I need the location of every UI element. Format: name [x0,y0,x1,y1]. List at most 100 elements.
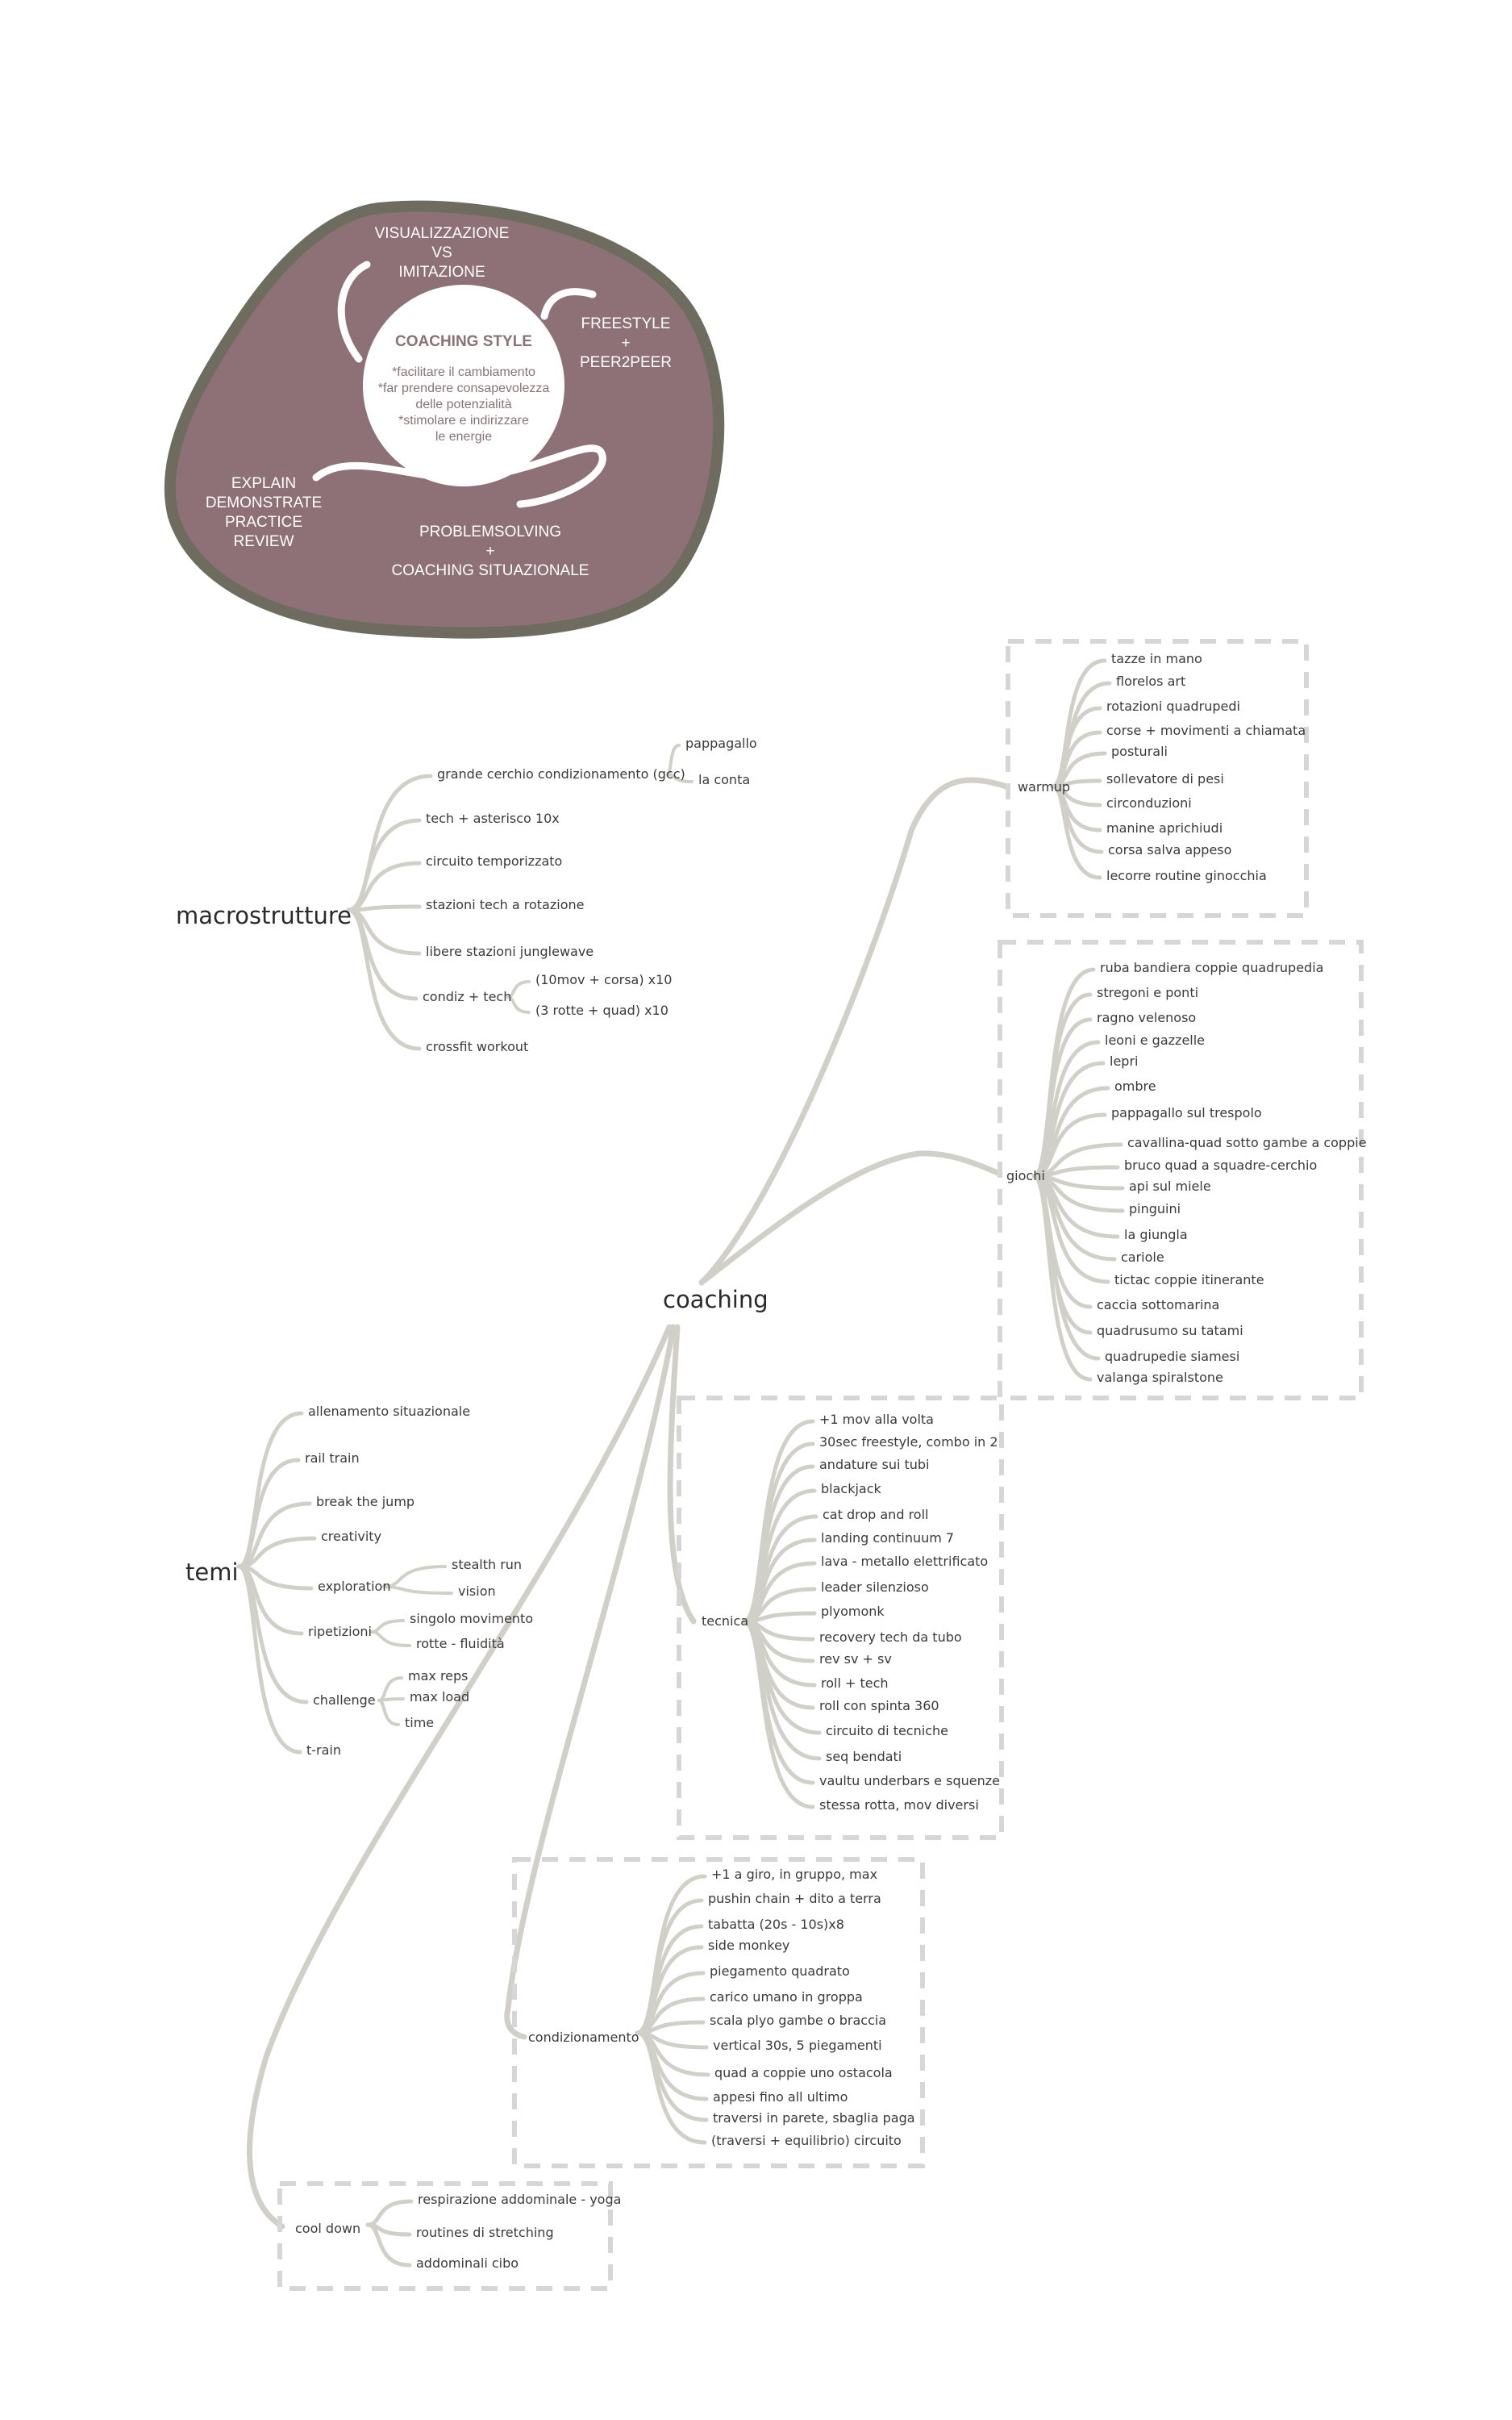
problemsolving-line-3: COACHING SITUAZIONALE [391,562,589,579]
tecnica-item-15: vaultu underbars e squenze [819,1773,1000,1788]
tecnica-item-12: roll con spinta 360 [819,1698,939,1713]
macrostrutture-item-4: libere stazioni junglewave [426,944,594,959]
coaching-style-line-3: delle potenzialità [415,398,512,411]
tecnica-item-14: seq bendati [826,1749,902,1764]
giochi-label: giochi [1006,1168,1045,1183]
macrostrutture-item-1: tech + asterisco 10x [426,811,560,826]
tecnica-item-9: recovery tech da tubo [819,1629,962,1645]
giochi-box [998,940,1364,1400]
giochi-item-2: ragno velenoso [1097,1010,1197,1025]
temi-item-7: t-rain [306,1742,342,1758]
tecnica-item-13: circuito di tecniche [826,1723,948,1738]
giochi-item-8: bruco quad a squadre-cerchio [1124,1158,1318,1173]
cooldown-box [277,2181,613,2291]
macrostrutture-branch-1 [506,995,531,1014]
giochi-item-17: valanga spiralstone [1097,1370,1223,1385]
macrostrutture-item-1: (3 rotte + quad) x10 [535,1003,669,1018]
coaching-style-line-2: *far prendere consapevolezza [377,382,550,395]
explain-line-4: REVIEW [233,533,294,550]
temi-item-1: rail train [305,1450,360,1466]
swirl-left [337,261,371,363]
condizionamento-item-8: quad a coppie uno ostacola [714,2065,893,2080]
temi-branch-0 [236,1411,304,1569]
tecnica-item-4: cat drop and roll [823,1507,929,1522]
explain-line-1: EXPLAIN [231,475,297,492]
condizionamento-label: condizionamento [528,2030,639,2045]
swirl-right [540,288,597,320]
condizionamento-box [512,1857,925,2168]
cooldown-branch-2 [365,2222,412,2268]
tecnica-label: tecnica [702,1613,749,1629]
problemsolving-line-1: PROBLEMSOLVING [419,524,561,540]
condizionamento-item-7: vertical 30s, 5 piegamenti [713,2038,882,2053]
macrostrutture-branch-6 [346,908,422,1051]
visualizzazione-label: VISUALIZZAZIONE VS IMITAZIONE [375,224,510,282]
macrostrutture-item-5: condiz + tech [423,989,512,1004]
temi-branch-2 [377,1699,400,1726]
tecnica-branch-5 [741,1538,817,1624]
tecnica-item-6: lava - metallo elettrificato [821,1554,989,1569]
macrostrutture-label: macrostrutture [176,902,352,929]
condizionamento-branch-3 [635,1945,704,2035]
condizionamento-item-5: carico umano in groppa [710,1989,863,2005]
explain-line-3: PRACTICE [224,514,303,531]
warmup-box [1006,639,1309,918]
giochi-branch-13 [1031,1174,1110,1284]
temi-item-0: max reps [408,1668,469,1684]
condizionamento-item-0: +1 a giro, in gruppo, max [711,1867,878,1882]
warmup-item-8: corsa salva appeso [1108,842,1232,857]
giochi-item-5: ombre [1114,1079,1156,1094]
condizionamento-branch-11 [635,2030,707,2145]
temi-branch-1 [236,1458,301,1569]
warmup-item-9: lecorre routine ginocchia [1106,868,1267,883]
warmup-label: warmup [1018,779,1071,795]
warmup-item-3: corse + movimenti a chiamata [1106,723,1306,738]
temi-branch-0 [369,1619,405,1634]
giochi-branch-17 [1031,1174,1093,1382]
trunk-cooldown [247,1324,673,2230]
freestyle-line-2: + [621,335,631,352]
temi-item-0: stealth run [452,1557,523,1572]
visualizzazione-line-3: IMITAZIONE [398,264,485,281]
coaching-style-line-5: le energie [435,430,493,444]
tecnica-item-10: rev sv + sv [819,1651,892,1667]
condizionamento-item-4: piegamento quadrato [710,1963,850,1979]
explain-line-2: DEMONSTRATE [205,494,323,511]
giochi-item-3: leoni e gazzelle [1105,1033,1206,1048]
cooldown-item-0: respirazione addominale - yoga [418,2192,622,2207]
tecnica-item-1: 30sec freestyle, combo in 2 [819,1434,998,1450]
giochi-item-4: lepri [1110,1054,1139,1069]
freestyle-label: FREESTYLE + PEER2PEER [580,315,672,373]
problemsolving-line-2: + [485,543,495,560]
temi-branch-0 [382,1565,447,1588]
condizionamento-item-9: appesi fino all ultimo [713,2089,848,2105]
warmup-item-6: circonduzioni [1106,795,1192,811]
temi-item-2: time [405,1715,435,1730]
coaching-style-center-text: COACHING STYLE *facilitare il cambiament… [378,332,550,445]
explain-label: EXPLAIN DEMONSTRATE PRACTICE REVIEW [206,474,322,552]
warmup-item-2: rotazioni quadrupedi [1106,699,1240,714]
temi-item-3: creativity [321,1529,382,1544]
coaching-style-line-1: *facilitare il cambiamento [392,365,535,379]
giochi-item-13: tictac coppie itinerante [1114,1272,1264,1287]
coaching-label: coaching [663,1286,768,1313]
macrostrutture-item-2: circuito temporizzato [426,853,563,869]
coaching-style-center [363,285,564,486]
temi-item-0: singolo movimento [410,1611,534,1626]
tecnica-box [677,1396,1004,1840]
condizionamento-item-6: scala plyo gambe o braccia [710,2013,887,2028]
giochi-item-14: caccia sottomarina [1097,1297,1220,1312]
cooldown-item-2: addominali cibo [416,2255,519,2271]
cooldown-branch-0 [365,2199,414,2227]
condizionamento-item-2: tabatta (20s - 10s)x8 [708,1917,844,1932]
tecnica-item-2: andature sui tubi [819,1457,930,1472]
cooldown-item-1: routines di stretching [416,2225,554,2240]
visualizzazione-line-2: VS [431,244,452,261]
giochi-item-15: quadrusumo su tatami [1097,1323,1243,1338]
temi-item-0: allenamento situazionale [308,1404,471,1419]
trunk-warmup [698,777,1010,1286]
visualizzazione-line-1: VISUALIZZAZIONE [374,225,510,242]
freestyle-line-1: FREESTYLE [581,315,671,332]
macrostrutture-item-6: crossfit workout [426,1039,529,1054]
